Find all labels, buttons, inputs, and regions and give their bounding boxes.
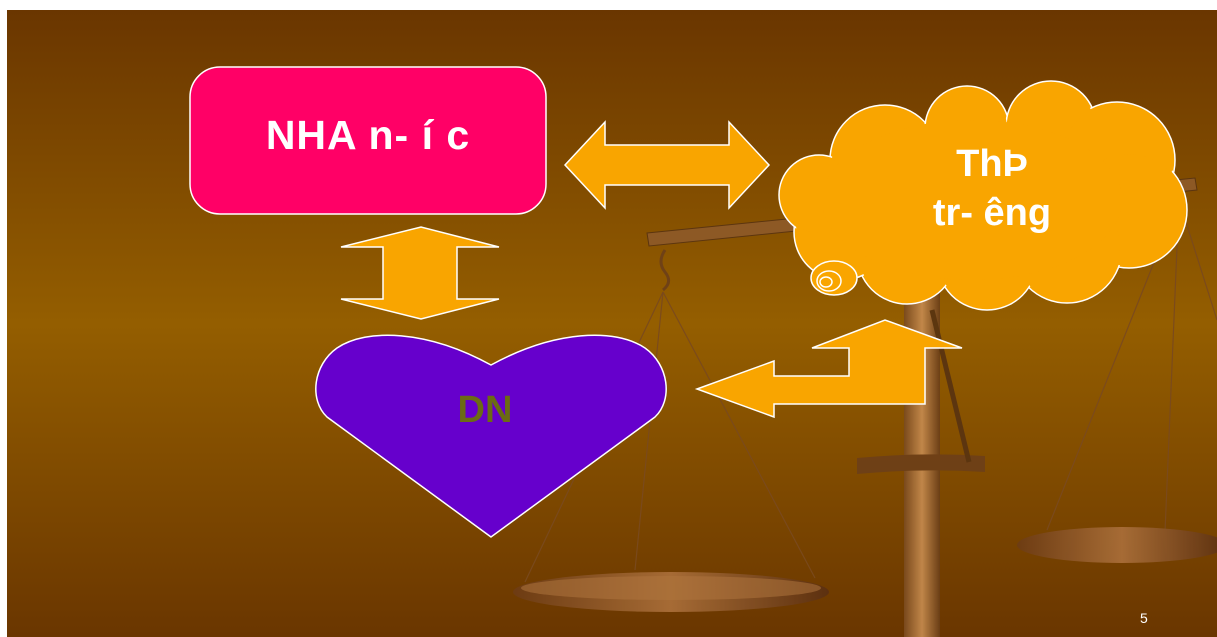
state-box [189,66,547,215]
left-chain-3 [662,291,816,579]
right-pan [1017,527,1217,563]
enterprise-heart [315,334,667,538]
diagram-canvas [7,10,1217,637]
scale-base-bar [857,454,985,474]
left-hook [659,249,670,292]
arrow-market-enterprise [694,319,963,419]
arrow-state-enterprise [340,226,500,320]
enterprise-label: DN [457,389,513,431]
slide: NHA n- í c ThÞ tr- êng DN 5 [7,10,1217,637]
state-label: NHA n- í c [265,112,471,158]
market-label-line1: ThÞ [956,143,1028,185]
scale-strut [929,309,972,463]
arrow-state-market [563,120,771,210]
right-chain-2 [1164,199,1180,533]
left-chain-2 [634,291,664,571]
market-label-line2: tr- êng [932,192,1052,234]
left-pan-rim [521,576,821,600]
page-number: 5 [1140,610,1148,626]
market-cloud [778,80,1188,311]
cloud-bubbles [810,260,858,296]
